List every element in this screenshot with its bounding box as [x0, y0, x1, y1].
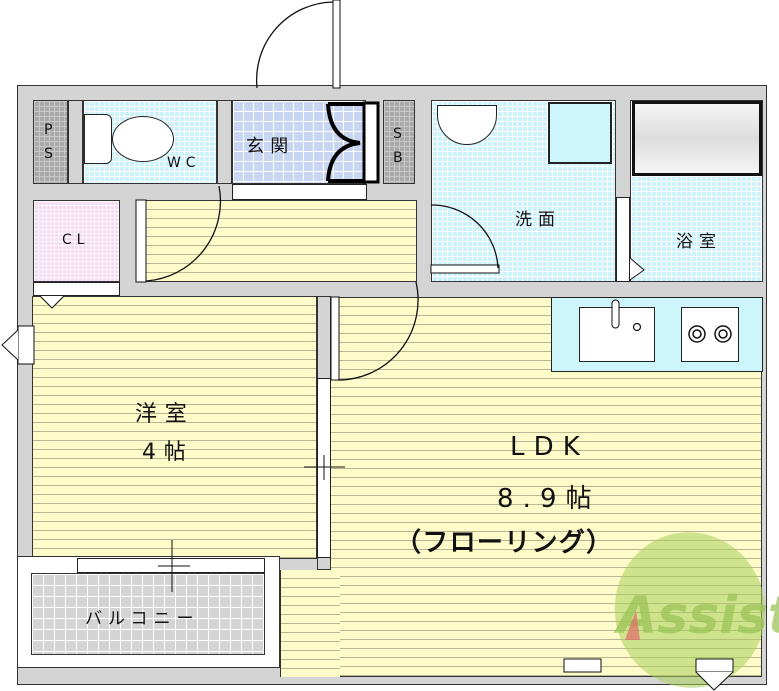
toilet-tank-icon: [84, 114, 112, 164]
bathroom-label: 浴室: [676, 232, 722, 252]
closet-label: CL: [62, 232, 90, 248]
washroom-label: 洗面: [515, 210, 561, 230]
stove-icon: [681, 307, 739, 362]
bathroom-door[interactable]: [616, 197, 630, 282]
ldk-label: LDK: [510, 432, 589, 462]
western-room-floor: [32, 296, 317, 559]
western-room-label: 洋室: [135, 402, 195, 427]
ldk-lower-floor: [280, 570, 340, 677]
balcony-label: バルコニー: [85, 609, 200, 629]
balcony: [31, 573, 265, 655]
closet: [33, 200, 120, 282]
ps-divider: [68, 100, 83, 184]
hallway-floor: [145, 200, 417, 282]
ps-label-top: P: [44, 122, 58, 138]
entrance-label: 玄関: [246, 136, 295, 157]
western-room-size: 4帖: [142, 440, 194, 465]
ps-label-bottom: S: [44, 146, 58, 162]
wc-entrance-wall: [217, 100, 232, 184]
sb-label-bottom: B: [393, 150, 408, 166]
entrance-genkan: [232, 100, 366, 184]
entrance-step: [232, 184, 367, 200]
closet-door[interactable]: [33, 282, 120, 296]
sb-space: [383, 100, 415, 184]
bathtub-icon: [632, 101, 762, 176]
sb-label-top: S: [393, 126, 407, 142]
ldk-size: 8.9帖: [497, 484, 601, 514]
ldk-floor-type: （フローリング）: [395, 528, 614, 558]
wc-label: WC: [167, 155, 201, 171]
washing-machine-icon: [548, 102, 612, 164]
svg-text:Assist: Assist: [613, 586, 779, 646]
ps-space: [33, 100, 68, 184]
toilet-bowl-icon: [112, 116, 174, 162]
